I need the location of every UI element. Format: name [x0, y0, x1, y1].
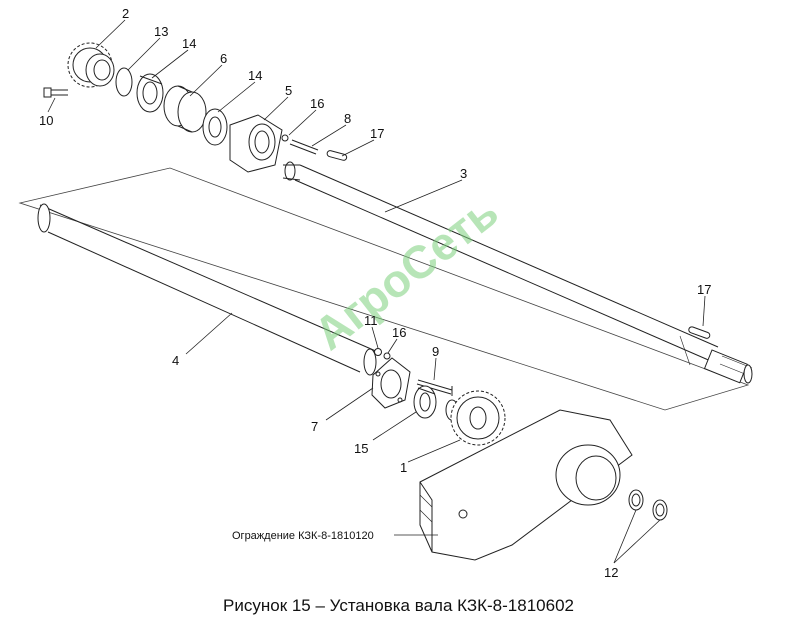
callout-16-lower: 16: [392, 325, 406, 340]
guard-label: Ограждение КЗК-8-1810120: [232, 530, 374, 542]
callout-9: 9: [432, 344, 439, 359]
sprocket-1: [450, 390, 506, 446]
washer-16-top: [281, 134, 289, 142]
retaining-ring-13: [115, 67, 133, 97]
callout-7: 7: [311, 419, 318, 434]
leader-lines: [47, 19, 706, 564]
callout-1: 1: [400, 460, 407, 475]
nut-11: [374, 348, 382, 356]
bearing-14-left: [136, 73, 164, 113]
callout-16-top: 16: [310, 96, 324, 111]
callout-17-right: 17: [697, 282, 711, 297]
callout-13: 13: [154, 24, 168, 39]
callout-6: 6: [220, 51, 227, 66]
key-17-right: [688, 326, 711, 339]
sprocket-2: [67, 42, 115, 88]
pin-8: [289, 139, 319, 155]
bolt-10: [43, 87, 68, 98]
shaft-4-tube: [37, 203, 379, 376]
washer-16-lower: [383, 352, 391, 360]
callout-10: 10: [39, 113, 53, 128]
callout-2: 2: [122, 6, 129, 21]
bushing-6: [163, 85, 207, 133]
guard: [419, 409, 633, 561]
callout-11: 11: [364, 313, 378, 328]
callout-3: 3: [460, 166, 467, 181]
figure-caption: Рисунок 15 – Установка вала КЗК-8-181060…: [223, 596, 574, 615]
ground-plane: [18, 167, 750, 411]
key-17-top: [326, 150, 348, 161]
callout-14-left: 14: [182, 36, 196, 51]
callout-15: 15: [354, 441, 368, 456]
callout-14-right: 14: [248, 68, 262, 83]
rings-12: [628, 489, 668, 521]
shaft-3-splined: [282, 161, 753, 384]
callout-12: 12: [604, 565, 618, 580]
callout-4: 4: [172, 353, 179, 368]
callout-8: 8: [344, 111, 351, 126]
flange-bearing-7: [371, 357, 411, 409]
pin-9: [416, 379, 453, 396]
bearing-15: [413, 385, 437, 419]
callout-17-top: 17: [370, 126, 384, 141]
housing-5: [229, 114, 283, 173]
callout-5: 5: [285, 83, 292, 98]
bearing-14-right: [202, 108, 228, 146]
